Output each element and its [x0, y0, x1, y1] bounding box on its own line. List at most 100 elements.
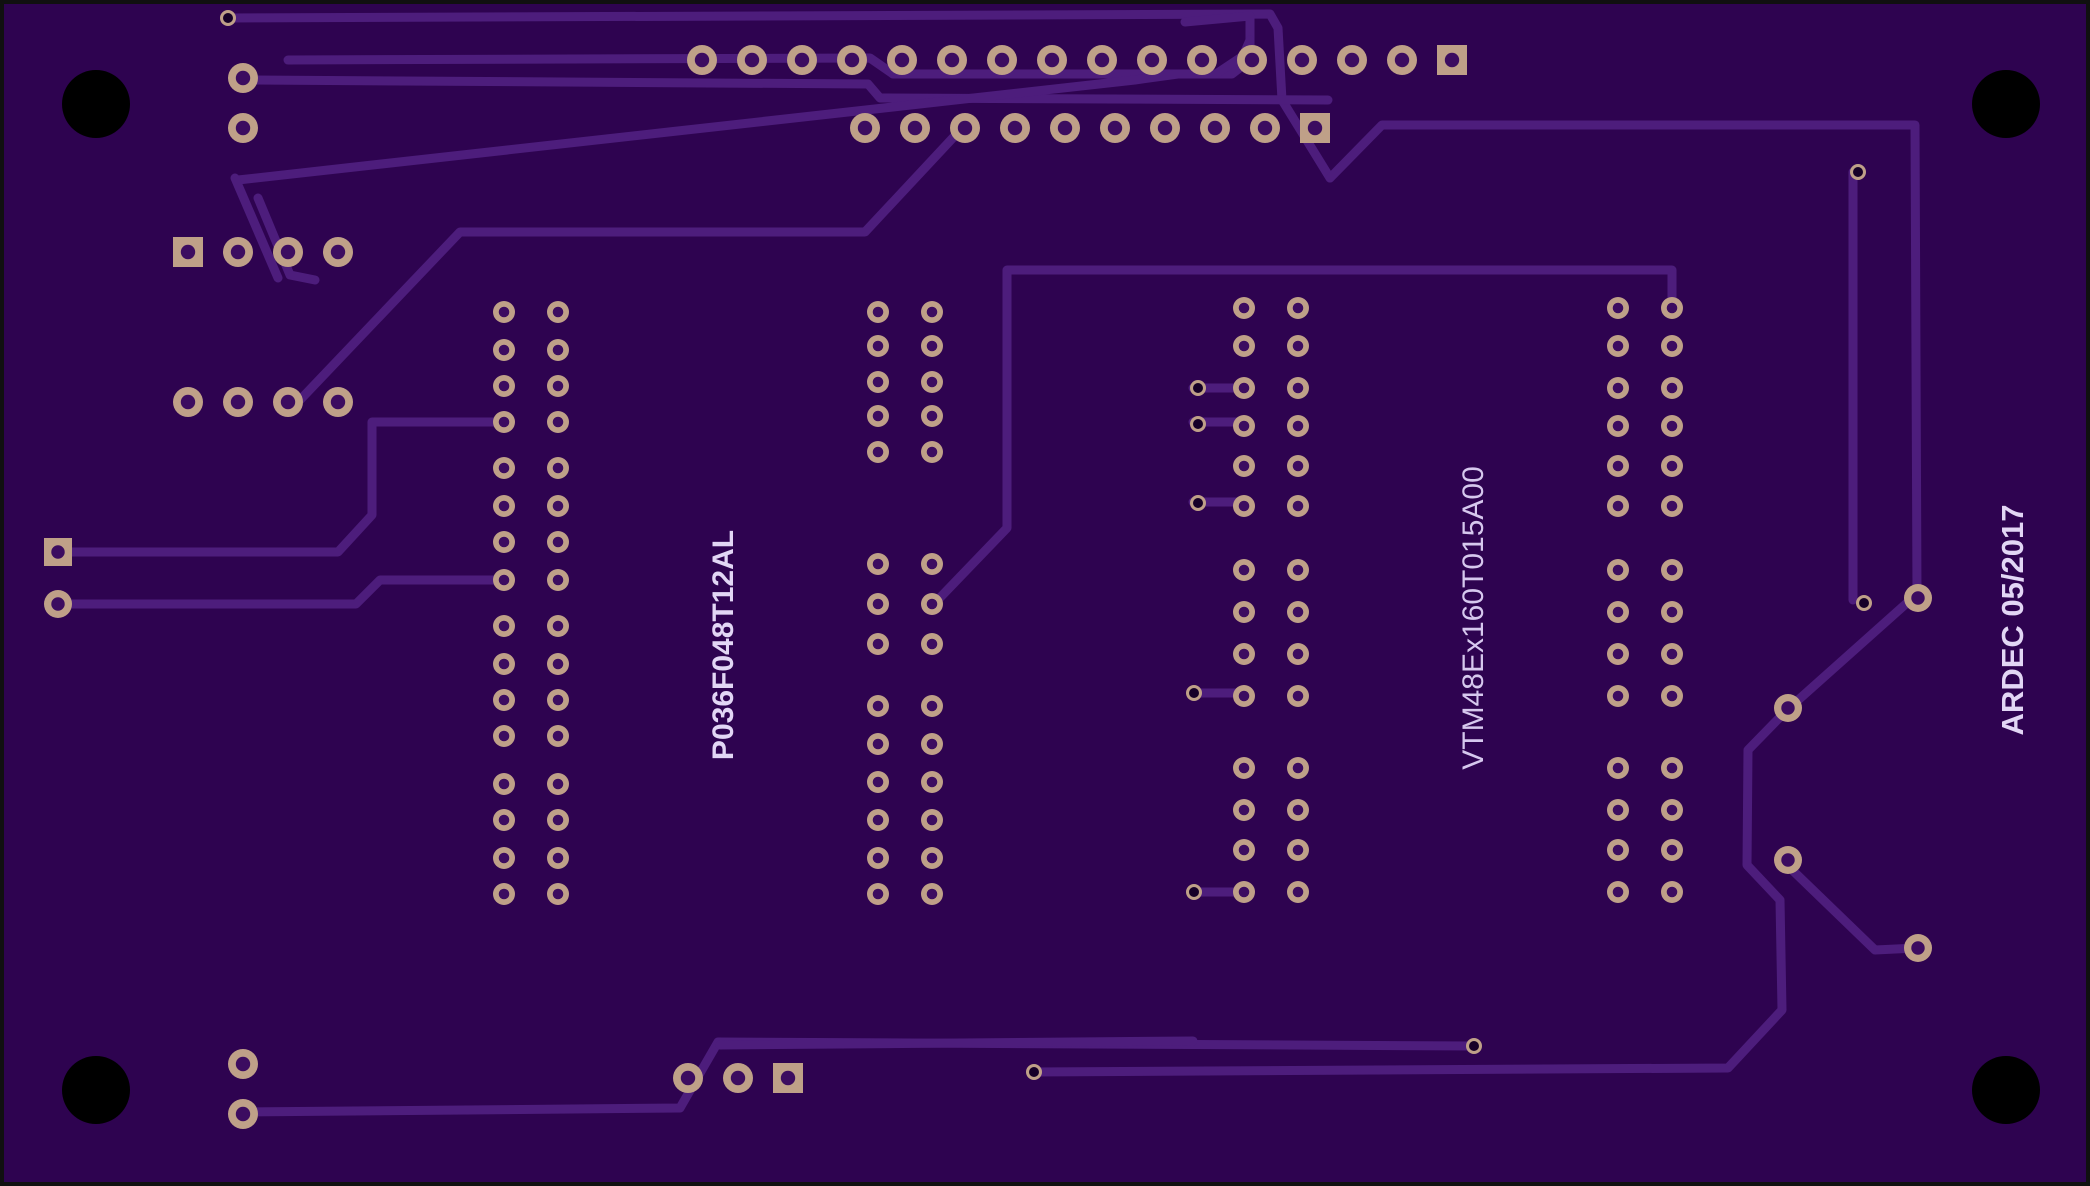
pad-drill: [330, 394, 346, 410]
pad-drill: [872, 852, 884, 864]
pad-drill: [230, 394, 246, 410]
trace-12: [55, 417, 507, 557]
pad-drill: [1238, 500, 1250, 512]
pad-drill: [1292, 606, 1304, 618]
pad-drill: [926, 888, 938, 900]
pad-drill: [872, 306, 884, 318]
pad-drill: [1007, 120, 1023, 136]
pad-drill: [552, 306, 564, 318]
pad-drill: [1666, 844, 1678, 856]
pad-drill: [235, 70, 251, 86]
via-drill: [1859, 598, 1869, 608]
pad-drill: [498, 694, 510, 706]
pad-drill: [872, 558, 884, 570]
trace-0: [223, 9, 1335, 183]
pad-drill: [926, 558, 938, 570]
pad-drill: [1238, 420, 1250, 432]
pad-drill: [1666, 648, 1678, 660]
silkscreen-label-p036: P036F048T12AL: [707, 530, 740, 760]
pad-drill: [1238, 382, 1250, 394]
pad-drill: [1292, 804, 1304, 816]
pad-drill: [1292, 382, 1304, 394]
pad-drill: [552, 416, 564, 428]
pad-drill: [1292, 302, 1304, 314]
pad-drill: [1612, 804, 1624, 816]
pad-drill: [498, 620, 510, 632]
pad-drill: [780, 1070, 796, 1086]
pad-drill: [926, 376, 938, 388]
pad-drill: [1307, 120, 1323, 136]
pad-drill: [330, 244, 346, 260]
pad-drill: [552, 852, 564, 864]
pad-drill: [957, 120, 973, 136]
pad-drill: [872, 446, 884, 458]
pad-drill: [1238, 886, 1250, 898]
pad-drill: [1292, 886, 1304, 898]
pad-drill: [1292, 648, 1304, 660]
pad-drill: [180, 394, 196, 410]
pad-drill: [1781, 853, 1795, 867]
pad-drill: [1238, 302, 1250, 314]
pad-drill: [552, 694, 564, 706]
pad-drill: [730, 1070, 746, 1086]
pad-drill: [498, 380, 510, 392]
trace-10: [230, 173, 283, 283]
pad-drill: [280, 394, 296, 410]
pad-drill: [51, 597, 65, 611]
silkscreen-label-vtm48: VTM48Ex160T015A00: [1457, 466, 1490, 770]
pad-drill: [280, 244, 296, 260]
pad-drill: [872, 340, 884, 352]
pad-drill: [552, 658, 564, 670]
trace-1: [1325, 120, 1922, 599]
trace-11: [295, 122, 968, 405]
pad-drill: [230, 244, 246, 260]
pad-drill: [498, 306, 510, 318]
pad-drill: [1238, 564, 1250, 576]
pad-drill: [498, 500, 510, 512]
pad-drill: [552, 778, 564, 790]
pad-drill: [744, 52, 760, 68]
pad-drill: [1344, 52, 1360, 68]
pad-drill: [926, 638, 938, 650]
pad-drill: [1394, 52, 1410, 68]
trace-14: [927, 265, 1677, 611]
pad-drill: [498, 852, 510, 864]
pad-drill: [926, 598, 938, 610]
pad-drill: [1612, 420, 1624, 432]
pad-drill: [1238, 648, 1250, 660]
pad-drill: [1911, 591, 1925, 605]
mounting-hole-1: [1972, 70, 2040, 138]
trace-9: [253, 193, 320, 285]
pad-drill: [926, 410, 938, 422]
pad-drill: [926, 700, 938, 712]
pad-drill: [498, 814, 510, 826]
pad-drill: [552, 730, 564, 742]
pad-drill: [1666, 420, 1678, 432]
pad-drill: [872, 376, 884, 388]
via-drill: [223, 13, 233, 23]
pad-drill: [1107, 120, 1123, 136]
pad-drill: [498, 888, 510, 900]
pad-drill: [498, 344, 510, 356]
pad-drill: [1207, 120, 1223, 136]
pad-drill: [498, 574, 510, 586]
pad-drill: [1612, 690, 1624, 702]
pad-drill: [926, 776, 938, 788]
pad-drill: [1612, 762, 1624, 774]
pad-drill: [1781, 701, 1795, 715]
component-pads: [44, 10, 1932, 1129]
pad-drill: [552, 888, 564, 900]
pad-drill: [1292, 460, 1304, 472]
pad-drill: [944, 52, 960, 68]
pad-drill: [552, 462, 564, 474]
pad-drill: [498, 778, 510, 790]
pad-drill: [1238, 340, 1250, 352]
mounting-hole-3: [1972, 1056, 2040, 1124]
pad-drill: [235, 1106, 251, 1122]
via-drill: [1189, 887, 1199, 897]
pad-drill: [1612, 302, 1624, 314]
pad-drill: [907, 120, 923, 136]
pad-drill: [1612, 564, 1624, 576]
pad-drill: [498, 730, 510, 742]
pad-drill: [1194, 52, 1210, 68]
